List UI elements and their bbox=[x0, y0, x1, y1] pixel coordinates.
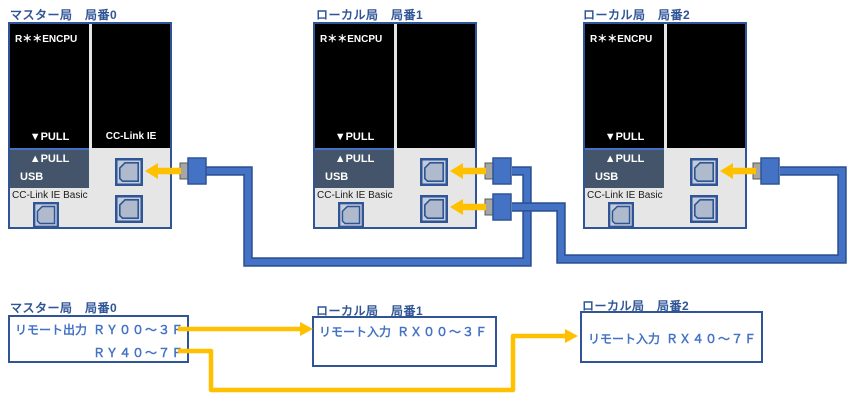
cable-plug bbox=[760, 157, 780, 185]
ethernet-port-icon bbox=[115, 195, 143, 223]
map-arrow-ry40-rx40 bbox=[565, 329, 578, 343]
station-local1-title: ローカル局 局番1 bbox=[316, 8, 424, 22]
usb-cover-panel: ▲PULL USB bbox=[585, 150, 664, 188]
device-range: ＲＹ００～３Ｆ bbox=[93, 323, 185, 337]
map-local1-box: リモート入力 ＲＸ００～３Ｆ bbox=[312, 316, 497, 367]
usb-label: USB bbox=[20, 171, 44, 183]
device-range: ＲＸ４０～７Ｆ bbox=[666, 332, 758, 346]
station-local2-title: ローカル局 局番2 bbox=[583, 8, 691, 22]
cclink-basic-label: CC-Link IE Basic bbox=[317, 190, 393, 201]
cpu-module-master: R＊＊ENCPU ▼PULL CC-Link IE ▲PULL USB CC-L… bbox=[8, 22, 172, 229]
ethernet-port-icon bbox=[115, 158, 143, 186]
cable-plug bbox=[492, 157, 512, 185]
map-local1-title: ローカル局 局番1 bbox=[316, 304, 424, 318]
pull-front-label: ▼PULL bbox=[334, 131, 375, 143]
cclink-basic-label: CC-Link IE Basic bbox=[12, 190, 88, 201]
ethernet-port-icon bbox=[690, 158, 718, 186]
cpu-module-local2: R＊＊ENCPU ▼PULL ▲PULL USB CC-Link IE Basi… bbox=[583, 22, 747, 229]
network-panel: CC-Link IE bbox=[92, 24, 170, 148]
device-range: ＲＸ００～３Ｆ bbox=[397, 325, 489, 339]
cpu-display-panel: R＊＊ENCPU ▼PULL bbox=[10, 24, 89, 150]
remote-output-line: リモート出力 ＲＹ００～３Ｆ bbox=[10, 317, 187, 338]
cpu-module-local1: R＊＊ENCPU ▼PULL ▲PULL USB CC-Link IE Basi… bbox=[313, 22, 477, 229]
io-direction-label: リモート入力 bbox=[319, 325, 392, 339]
ethernet-port-icon bbox=[33, 202, 59, 228]
cpu-model-label: R＊＊ENCPU bbox=[15, 34, 78, 45]
remote-output-line2: ＲＹ４０～７Ｆ bbox=[10, 344, 187, 361]
station-master-title: マスター局 局番0 bbox=[10, 8, 118, 22]
network-panel bbox=[667, 24, 745, 148]
cpu-model-label: R＊＊ENCPU bbox=[320, 34, 383, 45]
cclink-basic-label: CC-Link IE Basic bbox=[587, 190, 663, 201]
map-local2-box: リモート入力 ＲＸ４０～７Ｆ bbox=[580, 311, 763, 363]
pull-front-label: ▼PULL bbox=[29, 131, 70, 143]
io-direction-label: リモート出力 bbox=[15, 323, 88, 337]
io-direction-label: リモート入力 bbox=[588, 332, 661, 346]
ethernet-port-icon bbox=[420, 158, 448, 186]
map-master-title: マスター局 局番0 bbox=[10, 301, 118, 315]
device-range: ＲＹ４０～７Ｆ bbox=[93, 346, 185, 360]
ethernet-port-icon bbox=[420, 195, 448, 223]
network-panel bbox=[397, 24, 475, 148]
cpu-display-panel: R＊＊ENCPU ▼PULL bbox=[585, 24, 664, 150]
plug-tip bbox=[752, 162, 763, 180]
remote-input-line: リモート入力 ＲＸ４０～７Ｆ bbox=[582, 313, 761, 347]
map-master-box: リモート出力 ＲＹ００～３Ｆ ＲＹ４０～７Ｆ bbox=[8, 315, 189, 363]
plug-tip bbox=[484, 162, 495, 180]
pull-front-label: ▼PULL bbox=[604, 131, 645, 143]
cable-plug bbox=[492, 193, 512, 221]
usb-cover-panel: ▲PULL USB bbox=[10, 150, 89, 188]
cpu-display-panel: R＊＊ENCPU ▼PULL bbox=[315, 24, 394, 150]
plug-tip bbox=[484, 198, 495, 216]
cable-plug bbox=[187, 157, 207, 185]
cpu-model-label: R＊＊ENCPU bbox=[590, 34, 653, 45]
cclink-ie-label: CC-Link IE bbox=[105, 131, 157, 142]
usb-label: USB bbox=[595, 171, 619, 183]
usb-cover-panel: ▲PULL USB bbox=[315, 150, 394, 188]
map-local2-title: ローカル局 局番2 bbox=[582, 299, 690, 313]
pull-top-label: ▲PULL bbox=[29, 153, 70, 165]
ethernet-port-icon bbox=[608, 202, 634, 228]
remote-input-line: リモート入力 ＲＸ００～３Ｆ bbox=[314, 318, 495, 340]
usb-label: USB bbox=[325, 171, 349, 183]
pull-top-label: ▲PULL bbox=[334, 153, 375, 165]
ethernet-port-icon bbox=[338, 202, 364, 228]
plug-tip bbox=[179, 162, 190, 180]
ethernet-port-icon bbox=[690, 195, 718, 223]
pull-top-label: ▲PULL bbox=[604, 153, 645, 165]
